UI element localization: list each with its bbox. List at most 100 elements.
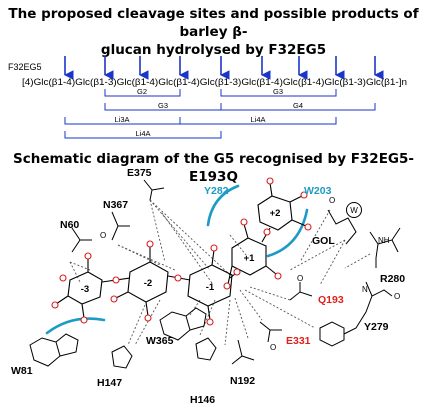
q193-skeleton [289, 282, 313, 301]
oxygen-atom [51, 301, 59, 309]
product-brackets [64, 89, 376, 139]
residue-e375: E375 [127, 167, 152, 179]
hbond [289, 239, 346, 271]
e375-skeleton [143, 179, 165, 201]
residue-y282: Y282 [204, 185, 229, 197]
cleavage-panel: F32EG5 [4)Glc(β1-4)Glc(β1-3)Glc(β1-4)Glc… [8, 56, 407, 139]
sugar-rings [55, 182, 307, 321]
stub [291, 219, 307, 227]
y282-stacking-arc [206, 184, 240, 227]
hbond [244, 289, 316, 329]
cleavage-arrows [64, 56, 384, 80]
oxygen-atom [274, 272, 282, 280]
e331-skeleton [259, 321, 282, 343]
hbond [127, 304, 146, 346]
residue-n60: N60 [60, 219, 79, 231]
oxygen-atom [240, 218, 248, 226]
hbond [239, 289, 263, 321]
hbond [319, 239, 346, 286]
atom-nh: NH [378, 236, 390, 245]
top-title: The proposed cleavage sites and possible… [0, 5, 427, 59]
stub [55, 295, 69, 305]
residue-w81: W81 [11, 365, 33, 377]
hbond [149, 199, 231, 276]
stub [289, 195, 303, 203]
oxygen-atom [223, 282, 231, 290]
stub [269, 182, 273, 197]
hbond [161, 212, 213, 284]
bracket-li4a-right [179, 117, 337, 125]
hbond [149, 199, 211, 271]
w81-stacking-arc [45, 317, 106, 335]
oxygen-atom [59, 274, 67, 282]
n367-skeleton [111, 211, 130, 241]
atom-o: O [394, 292, 400, 301]
residue-gol: GOL [312, 235, 335, 247]
label-g2: G2 [137, 87, 147, 96]
stub [81, 303, 85, 319]
label-g3-left: G3 [158, 101, 168, 110]
bracket-g4 [220, 103, 376, 111]
bracket-g2 [104, 89, 181, 97]
w365-indole [159, 307, 207, 341]
hbond [69, 261, 91, 271]
glucan-chain-sequence: [4)Glc(β1-4)Glc(β1-3)Glc(β1-4)Glc(β1-4)G… [22, 77, 407, 87]
oxygen-atom [110, 295, 118, 303]
residue-q193: Q193 [318, 294, 344, 306]
oxygen-atom [206, 318, 214, 326]
h146-imidazole [195, 337, 217, 361]
residue-h146: H146 [190, 394, 215, 406]
residue-h147: H147 [97, 377, 122, 389]
stub [207, 305, 211, 321]
hydrogen-bonds [69, 199, 371, 346]
residue-n367: N367 [103, 199, 128, 211]
oxygen-atom [174, 274, 182, 282]
h147-imidazole [111, 345, 133, 369]
stub [115, 291, 129, 299]
atom-o: O [329, 196, 335, 205]
oxygen-atom [146, 240, 154, 248]
bracket-g3-right [220, 89, 337, 97]
residue-w365: W365 [146, 335, 174, 347]
hbond [229, 234, 247, 256]
label-li4a-right: Li4A [250, 115, 265, 124]
atom-o: O [297, 274, 303, 283]
oxygen-atom [112, 276, 120, 284]
oxygen-atom [233, 268, 241, 276]
top-title-line-1: The proposed cleavage sites and possible… [8, 6, 419, 40]
oxygen-atom [304, 223, 312, 231]
residue-e331: E331 [286, 335, 311, 347]
ring-label-minus1: -1 [206, 282, 215, 293]
ring-label-minus3: -3 [81, 284, 89, 295]
ring-label-plus2: +2 [270, 208, 281, 219]
residue-w203: W203 [304, 185, 332, 197]
hbond [117, 244, 176, 271]
n192-skeleton [231, 339, 255, 365]
y279-backbone [343, 281, 393, 335]
gol-skeleton [327, 209, 357, 245]
residue-y279: Y279 [364, 321, 389, 333]
water-molecule [346, 202, 362, 218]
residue-r280: R280 [380, 273, 405, 285]
label-g4: G4 [293, 101, 303, 110]
residue-n192: N192 [230, 375, 255, 387]
ring-label-plus1: +1 [244, 253, 256, 264]
hbond [134, 299, 161, 346]
hbond [344, 253, 371, 269]
hbond [224, 299, 231, 346]
oxygen-atom [300, 191, 308, 199]
stacking-arcs [45, 184, 309, 335]
hbond [117, 244, 161, 266]
water-label: W [350, 206, 358, 215]
stub [265, 265, 277, 275]
top-title-line-2: glucan hydrolysed by F32EG5 [100, 42, 327, 58]
atom-n: N [362, 285, 368, 294]
r280-skeleton [369, 227, 401, 268]
oxygen-atom [263, 228, 271, 236]
oxygen-atom [80, 316, 88, 324]
stub [145, 301, 149, 317]
hbond [249, 286, 291, 301]
oxygen-atom [144, 314, 152, 322]
schematic-title: Schematic diagram of the G5 recognised b… [12, 151, 414, 185]
